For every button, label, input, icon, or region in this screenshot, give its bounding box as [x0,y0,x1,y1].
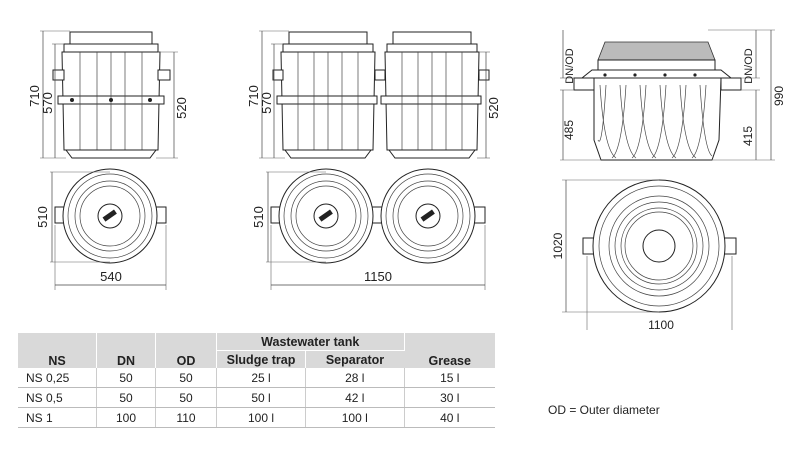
cell-dn: 50 [96,368,156,388]
cell-ns: NS 0,25 [18,368,97,388]
cell-od: 50 [155,387,217,408]
cell-grease: 30 l [404,387,495,408]
cell-od: 110 [155,407,217,428]
cell-separator: 42 l [305,387,405,408]
group-header-wastewater-tank: Wastewater tank [216,333,405,351]
cell-dn: 100 [96,407,156,428]
dim-large-top-1020: 1020 [551,232,565,259]
dim-single-side-570: 570 [40,92,55,114]
cell-separator: 100 l [305,407,405,428]
col-header-ns: NS [18,333,97,368]
col-header-sludge-trap: Sludge trap [216,350,306,368]
dim-double-side-570: 570 [259,92,274,114]
dim-double-side-710: 710 [246,85,261,107]
dim-single-side-710: 710 [27,85,42,107]
dim-single-top-540: 540 [100,269,122,284]
capacity-table: NS DN OD Wastewater tank Grease Sludge t… [18,333,495,428]
dim-double-top-510: 510 [251,206,266,228]
dim-large-side-415: 415 [741,126,755,146]
table-row: NS 0,25 50 50 25 l 28 l 15 l [18,368,495,388]
double-tank-top-view: 510 1150 [251,168,486,290]
dim-double-top-1150: 1150 [364,269,392,284]
double-tank-side-view: 710 570 520 [246,30,501,159]
cell-sludge-trap: 50 l [216,387,306,408]
cell-grease: 15 l [404,368,495,388]
cell-sludge-trap: 100 l [216,407,306,428]
dim-single-top-510: 510 [35,206,50,228]
dim-single-side-520: 520 [174,97,189,119]
table-row: NS 0,5 50 50 50 l 42 l 30 l [18,387,495,408]
cell-grease: 40 l [404,407,495,428]
dim-large-side-990: 990 [772,86,786,106]
single-tank-side-view: 710 570 520 [27,30,189,159]
table-header-row-2: Sludge trap Separator [18,350,495,368]
dim-large-side-dn-od-left: DN/OD [564,48,576,84]
large-tank-side-view: DN/OD DN/OD 485 415 990 [560,29,786,161]
cell-ns: NS 1 [18,407,97,428]
col-header-separator: Separator [305,350,404,368]
col-header-od: OD [155,333,217,368]
dim-large-side-485: 485 [562,120,576,140]
cell-od: 50 [155,368,217,388]
dim-large-side-dn-od-right: DN/OD [743,48,755,84]
cell-separator: 28 l [305,368,405,388]
dim-double-side-520: 520 [486,97,501,119]
col-header-dn: DN [96,333,156,368]
table-header-row-1: NS DN OD Wastewater tank Grease [18,333,495,368]
large-tank-top-view: 1020 [551,179,737,330]
table-row: NS 1 100 110 100 l 100 l 40 l [18,407,495,428]
technical-drawings: 710 570 520 510 540 [27,29,786,330]
dim-large-top-1100: 1100 [648,318,674,332]
cell-dn: 50 [96,387,156,408]
single-tank-top-view: 510 540 [35,168,167,290]
col-header-grease: Grease [404,333,495,368]
cell-sludge-trap: 25 l [216,368,306,388]
cell-ns: NS 0,5 [18,387,97,408]
footnote-od: OD = Outer diameter [548,403,660,417]
